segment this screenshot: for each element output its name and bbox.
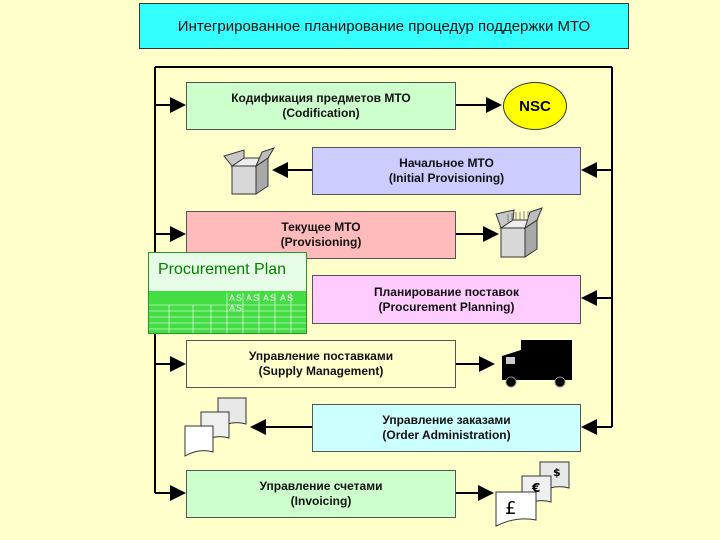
codification-ru: Кодификация предметов МТО [231,91,411,105]
procurement-ru: Планирование поставок [374,284,519,299]
codification-en: (Codification) [282,106,360,120]
procurement-plan-title: Procurement Plan [149,253,306,291]
box-order-administration: Управление заказами (Order Administratio… [312,404,581,452]
procurement-plan-image: Procurement Plan AS AS AS AS AS [148,252,307,334]
order-en: (Order Administration) [382,428,511,442]
nsc-ellipse: NSC [503,82,567,130]
initial-en: (Initial Provisioning) [388,171,505,185]
procurement-plan-columns: AS AS AS AS AS [229,293,295,313]
initial-ru: Начальное МТО [399,156,494,170]
box-codification: Кодификация предметов МТО (Codification) [186,82,456,130]
provisioning-ru: Текущее МТО [281,220,361,234]
box-invoicing: Управление счетами (Invoicing) [186,470,456,518]
box-procurement-planning: Планирование поставок (Procurement Plann… [312,275,581,324]
supply-ru: Управление поставками [248,349,394,363]
box-supply-management: Управление поставками (Supply Management… [186,340,456,388]
spreadsheet-grid [149,293,306,333]
supply-en: (Supply Management) [258,364,384,378]
box-initial-provisioning: Начальное МТО (Initial Provisioning) [312,147,581,195]
box-provisioning: Текущее МТО (Provisioning) [186,211,456,259]
procurement-en: (Procurement Planning) [378,299,515,314]
nsc-label: NSC [519,97,551,115]
invoicing-ru: Управление счетами [259,479,383,493]
provisioning-en: (Provisioning) [280,235,362,249]
title-text: Интегрированное планирование процедур по… [177,17,591,35]
invoicing-en: (Invoicing) [290,494,352,508]
diagram-title: Интегрированное планирование процедур по… [139,3,629,49]
order-ru: Управление заказами [382,413,511,427]
